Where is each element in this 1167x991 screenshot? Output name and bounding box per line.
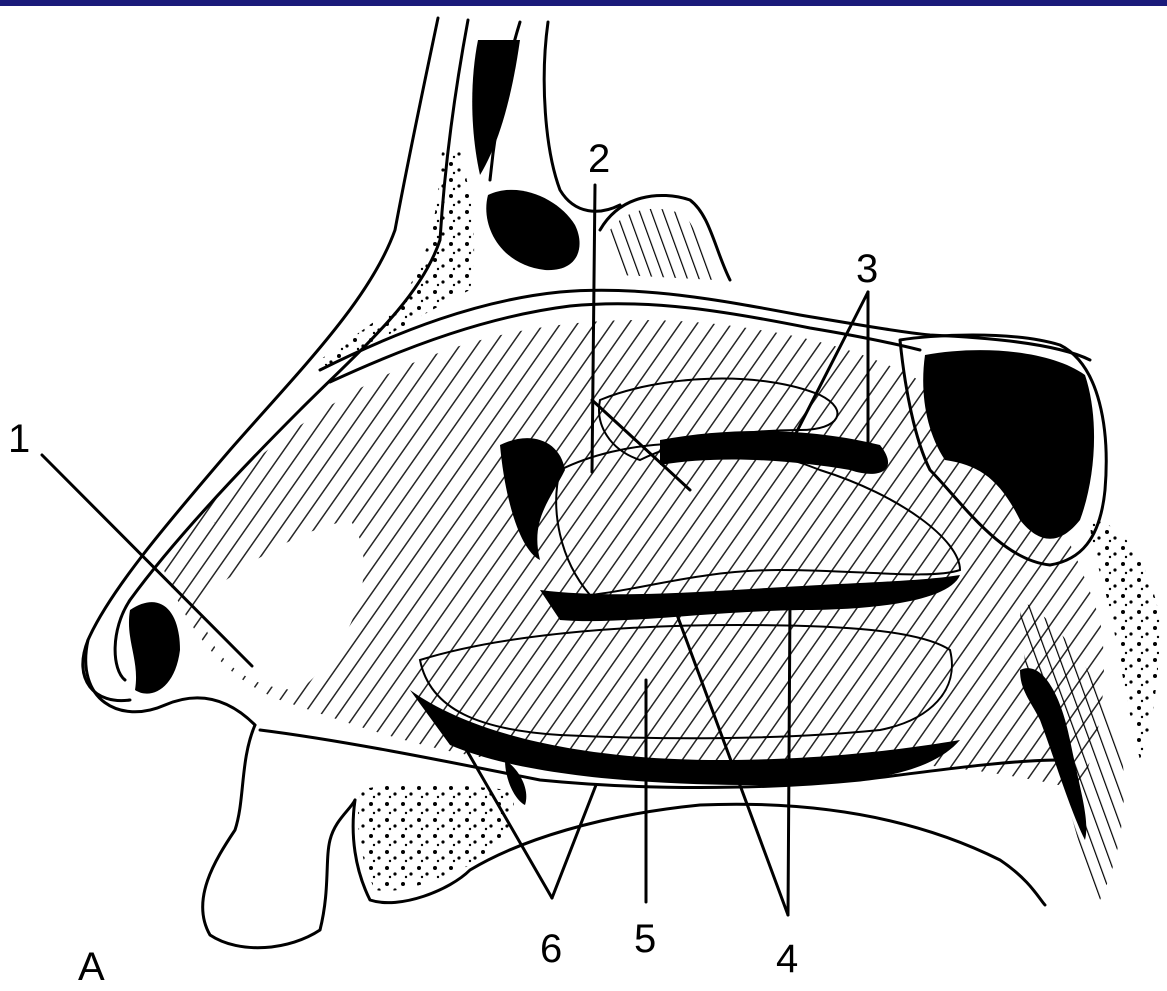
panel-letter: A xyxy=(78,945,105,989)
label-5: 5 xyxy=(634,917,656,961)
crista-hatch xyxy=(610,209,715,280)
sphenoid-upper-cavity xyxy=(486,190,579,270)
label-1: 1 xyxy=(8,417,30,461)
label-4: 4 xyxy=(776,937,798,981)
frontal-sinus xyxy=(472,40,520,175)
upper-lip-outline xyxy=(203,725,355,948)
label-3: 3 xyxy=(856,247,878,291)
leader-4b xyxy=(788,600,790,915)
leader-6b xyxy=(552,785,596,898)
maxilla-spongy xyxy=(358,784,514,891)
nasal-bone-spongy xyxy=(320,150,474,370)
label-6: 6 xyxy=(540,927,562,971)
label-2: 2 xyxy=(588,137,610,181)
nostril-dark xyxy=(129,602,180,693)
